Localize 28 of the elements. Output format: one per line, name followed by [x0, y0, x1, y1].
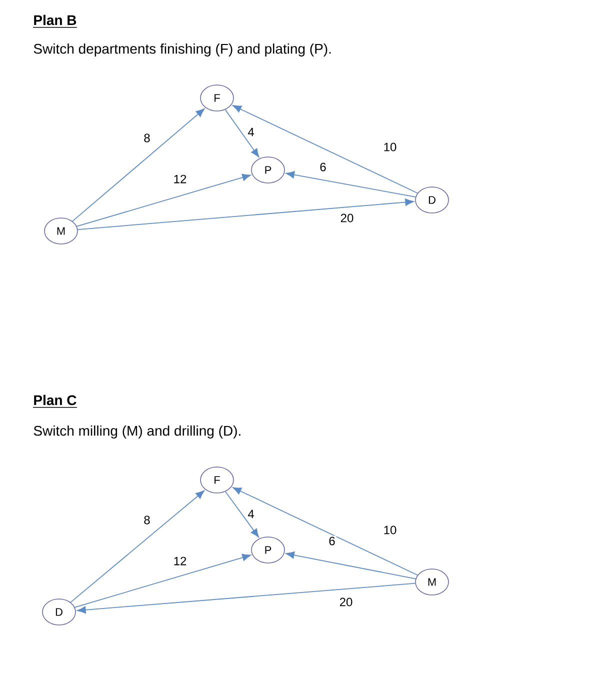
heading: Plan B: [34, 14, 76, 26]
heading: Plan C: [34, 394, 76, 406]
arrow: [232, 105, 418, 194]
edge-label: 12: [172, 556, 188, 566]
arrow: [224, 109, 260, 158]
edge-label: 4: [246, 508, 256, 520]
edge-label: 4: [246, 126, 256, 138]
edge-label: 8: [142, 132, 152, 144]
arrow: [76, 174, 251, 227]
arrow: [286, 551, 416, 580]
arrow: [232, 487, 418, 576]
edge-label: 8: [142, 514, 152, 526]
arrow: [286, 171, 416, 198]
edge-label: 20: [338, 596, 354, 608]
edge-label: 20: [339, 212, 355, 224]
arrow: [72, 108, 205, 222]
edge-label: 6: [318, 162, 328, 172]
edge-label: 10: [382, 524, 398, 536]
arrow: [70, 490, 204, 603]
subtitle: Switch milling (M) and drilling (D).: [34, 425, 240, 439]
subtitle: Switch departments finishing (F) and plating (P).: [34, 43, 331, 57]
edge-label: 10: [382, 142, 398, 152]
arrow: [77, 582, 416, 614]
arrow: [77, 198, 414, 230]
arrow: [74, 554, 251, 608]
edge-label: 6: [328, 536, 336, 546]
arrow: [225, 491, 259, 538]
edge-label: 12: [172, 174, 188, 184]
